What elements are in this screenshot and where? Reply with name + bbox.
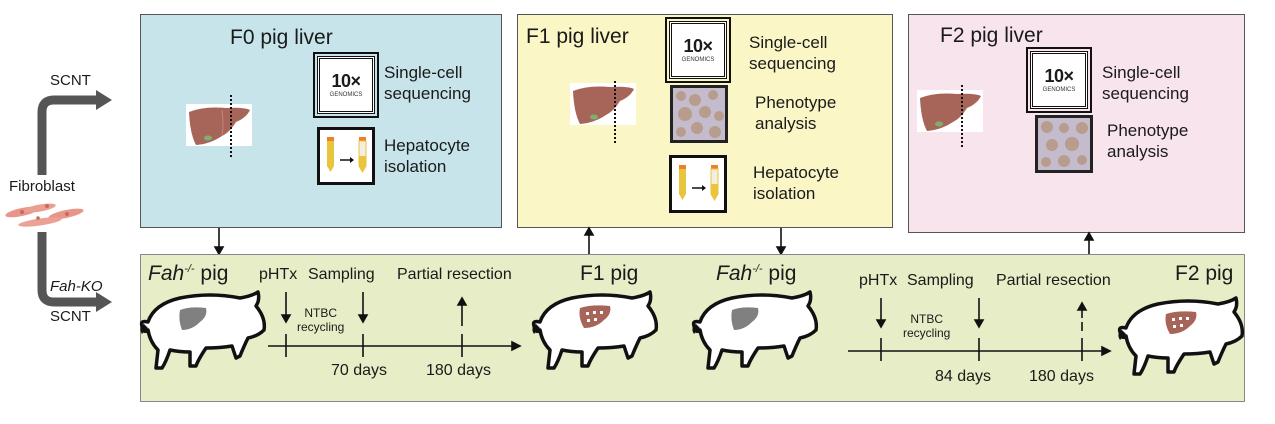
f1-sc-sequencing-label: Single-cell sequencing [749, 32, 836, 74]
seg2-sampling-day: 84 days [935, 368, 992, 385]
gray-liver [179, 307, 207, 330]
seg2-fah-pig-label: Fah-/- pig [716, 262, 796, 286]
f0-hepatocyte-isolation-label: Hepatocyte isolation [384, 135, 470, 177]
label-line: Phenotype [1107, 121, 1189, 140]
f1-liver-image [570, 83, 636, 125]
scnt-branch-arrows [5, 90, 112, 312]
bottom-branch-arrowhead [96, 292, 112, 312]
pig-suffix: pig [194, 262, 229, 285]
f2-10x-genomics-logo: 10× GENOMICS [1026, 47, 1092, 113]
label-line: Hepatocyte [384, 136, 470, 155]
label-line: Single-cell [384, 63, 463, 82]
label-line: NTBC [910, 312, 944, 326]
f2-panel-title: F2 pig liver [940, 24, 1043, 47]
f0-panel-title: F0 pig liver [230, 26, 333, 49]
f1-panel-title: F1 pig liver [526, 25, 629, 48]
genotype-superscript: -/- [184, 263, 195, 275]
seg2-phtx-label: pHTx [859, 272, 898, 289]
fibroblast-label: Fibroblast [9, 178, 75, 195]
liver-icon [920, 93, 981, 131]
tube-transfer-icon [679, 165, 719, 201]
seg1-ntbc-label: NTBC recycling [297, 306, 344, 334]
f0-cut-line [230, 95, 232, 157]
seg1-f1-pig-icon [530, 290, 659, 370]
bottom-scnt-label: SCNT [50, 308, 91, 325]
f0-liver-panel: F0 pig liver 10× GENOMICS Single-cell se… [140, 14, 502, 228]
histology-pattern [1041, 121, 1088, 167]
label-line: sequencing [749, 54, 836, 73]
seg2-axis-arrowhead [1101, 345, 1112, 357]
top-branch-arrowhead [96, 90, 112, 110]
f0-sc-sequencing-label: Single-cell sequencing [384, 62, 471, 104]
histology-pattern [676, 90, 724, 138]
f2-histology-image [1035, 115, 1093, 173]
f2-sc-sequencing-label: Single-cell sequencing [1102, 62, 1189, 104]
logo-subtext: GENOMICS [329, 92, 363, 98]
f1-hepatocyte-isolation-label: Hepatocyte isolation [753, 162, 839, 204]
liver-icon [573, 86, 634, 124]
label-line: isolation [753, 184, 816, 203]
logo-text: 10× [331, 71, 361, 91]
label-line: isolation [384, 157, 447, 176]
logo-text: 10× [1044, 66, 1074, 86]
tube-transfer-icon [327, 137, 367, 173]
seg2-f2-pig-label: F2 pig [1175, 262, 1234, 285]
label-line: Single-cell [749, 33, 828, 52]
gene-name: Fah [148, 262, 185, 285]
label-line: Single-cell [1102, 63, 1181, 82]
seg2-ntbc-label: NTBC recycling [903, 312, 950, 340]
pig-suffix: pig [762, 262, 797, 285]
logo-text: 10× [683, 36, 713, 56]
f1-phenotype-analysis-label: Phenotype analysis [755, 92, 836, 134]
label-line: recycling [297, 320, 345, 334]
f1-cut-line [614, 81, 616, 143]
f1-10x-genomics-logo: 10× GENOMICS [665, 17, 731, 83]
label-line: sequencing [1102, 84, 1189, 103]
gene-name: Fah [716, 262, 753, 285]
seg2-fah-pig-icon [690, 290, 819, 370]
f0-tube-transfer-icon [317, 127, 375, 185]
label-line: analysis [1107, 142, 1169, 161]
label-line: NTBC [304, 306, 338, 320]
f1-liver-panel: F1 pig liver 10× GENOMICS Single-cell se… [517, 14, 893, 228]
top-branch-arrow [37, 95, 98, 175]
seg1-axis-arrowhead [511, 340, 522, 352]
label-line: Hepatocyte [753, 163, 839, 182]
label-line: sequencing [384, 84, 471, 103]
liver-icon [189, 107, 250, 145]
label-line: recycling [903, 326, 951, 340]
gray-liver [731, 307, 759, 330]
seg2-resection-day: 180 days [1029, 368, 1094, 385]
timeline-band [140, 254, 1245, 402]
f1-histology-image [670, 85, 728, 143]
seg1-fah-pig-icon [138, 290, 267, 370]
seg1-phtx-label: pHTx [259, 266, 298, 283]
seg1-resection-label: Partial resection [397, 266, 512, 283]
genotype-superscript: -/- [752, 263, 763, 275]
f2-cut-line [961, 85, 963, 147]
f0-liver-image [186, 104, 252, 146]
fah-ko-label: Fah-KO [50, 278, 103, 295]
logo-subtext: GENOMICS [1042, 87, 1076, 93]
seg1-f1-pig-label: F1 pig [580, 262, 639, 285]
seg1-fah-pig-label: Fah-/- pig [148, 262, 228, 286]
seg2-f2-pig-icon [1116, 296, 1245, 376]
f2-liver-image [917, 90, 983, 132]
seg1-resection-day: 180 days [426, 362, 491, 379]
seg2-sampling-label: Sampling [907, 272, 974, 289]
top-scnt-label: SCNT [50, 72, 91, 89]
label-line: analysis [755, 114, 817, 133]
seg1-sampling-day: 70 days [331, 362, 388, 379]
f2-liver-panel: F2 pig liver 10× GENOMICS Single-cell se… [908, 14, 1245, 233]
f2-phenotype-analysis-label: Phenotype analysis [1107, 120, 1188, 162]
fibroblast-cells-icon [5, 203, 84, 227]
logo-subtext: GENOMICS [681, 57, 715, 63]
seg2-resection-label: Partial resection [996, 272, 1111, 289]
bottom-branch-arrow [37, 232, 98, 307]
f1-tube-transfer-icon [669, 155, 727, 213]
f0-10x-genomics-logo: 10× GENOMICS [313, 52, 379, 118]
label-line: Phenotype [755, 93, 837, 112]
seg1-sampling-label: Sampling [308, 266, 375, 283]
